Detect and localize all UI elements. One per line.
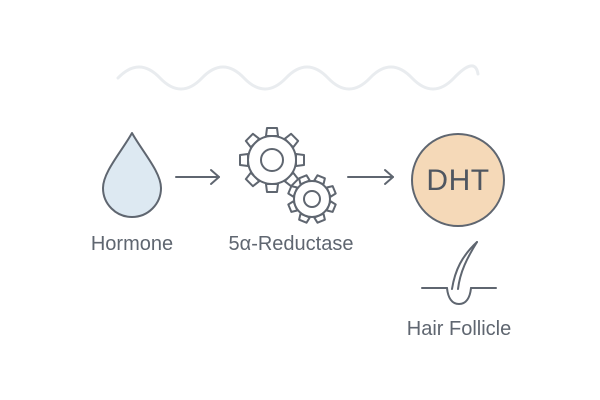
hair-follicle-label: Hair Follicle <box>406 318 512 340</box>
gears-icon <box>239 127 337 224</box>
hormone-label: Hormone <box>90 233 174 255</box>
large-gear-icon <box>239 127 305 193</box>
arrow-hormone-to-enzyme <box>175 169 220 185</box>
dht-label: DHT <box>426 164 490 197</box>
droplet-icon <box>102 132 162 218</box>
decorative-wave <box>116 64 480 91</box>
hair-follicle-icon <box>421 241 497 305</box>
dht-circle <box>411 133 505 227</box>
enzyme-label: 5α-Reductase <box>228 233 354 255</box>
small-gear-icon <box>287 174 337 224</box>
arrow-enzyme-to-dht <box>347 169 394 185</box>
